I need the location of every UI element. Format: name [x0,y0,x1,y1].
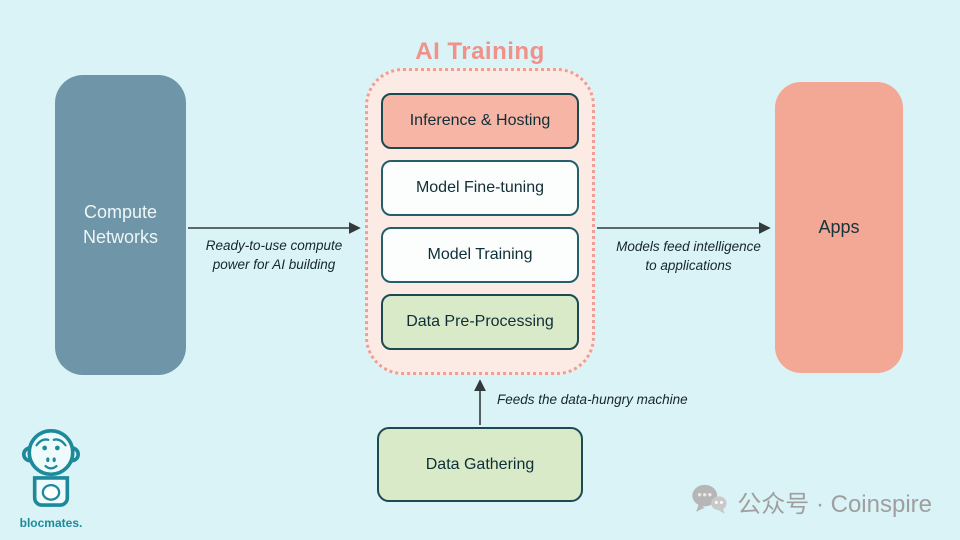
compute-networks-node: Compute Networks [55,75,186,375]
blocmates-wordmark: blocmates. [19,516,83,530]
edge-label-gathering-to-training: Feeds the data-hungry machine [497,392,688,407]
apps-node: Apps [775,82,903,373]
blocmates-branding: blocmates. [16,425,86,530]
stage-label: Data Pre-Processing [406,313,554,330]
stage-inference-hosting: Inference & Hosting [381,93,579,149]
watermark-text: 公众号 · Coinspire [737,491,932,518]
diagram-title: AI Training [415,38,545,65]
stage-model-fine-tuning: Model Fine-tuning [381,160,579,216]
stage-label: Model Fine-tuning [415,179,545,196]
wechat-icon [691,483,727,520]
compute-networks-label: Compute Networks [82,201,158,247]
apps-label: Apps [818,216,860,237]
data-gathering-label: Data Gathering [425,455,535,473]
coinspire-watermark: 公众号 · Coinspire [691,483,932,520]
stage-data-pre-processing: Data Pre-Processing [381,294,579,350]
gorilla-logo-icon [22,428,80,513]
stage-model-training: Model Training [381,227,579,283]
data-gathering-node: Data Gathering [377,427,583,502]
edge-label-compute-to-training: Ready-to-use compute power for AI buildi… [205,238,343,272]
stage-label: Inference & Hosting [409,112,551,129]
ai-training-container: Inference & Hosting Model Fine-tuning Mo… [365,68,595,375]
edge-label-training-to-apps: Models feed intelligence to applications [616,239,761,273]
stage-label: Model Training [427,246,533,263]
